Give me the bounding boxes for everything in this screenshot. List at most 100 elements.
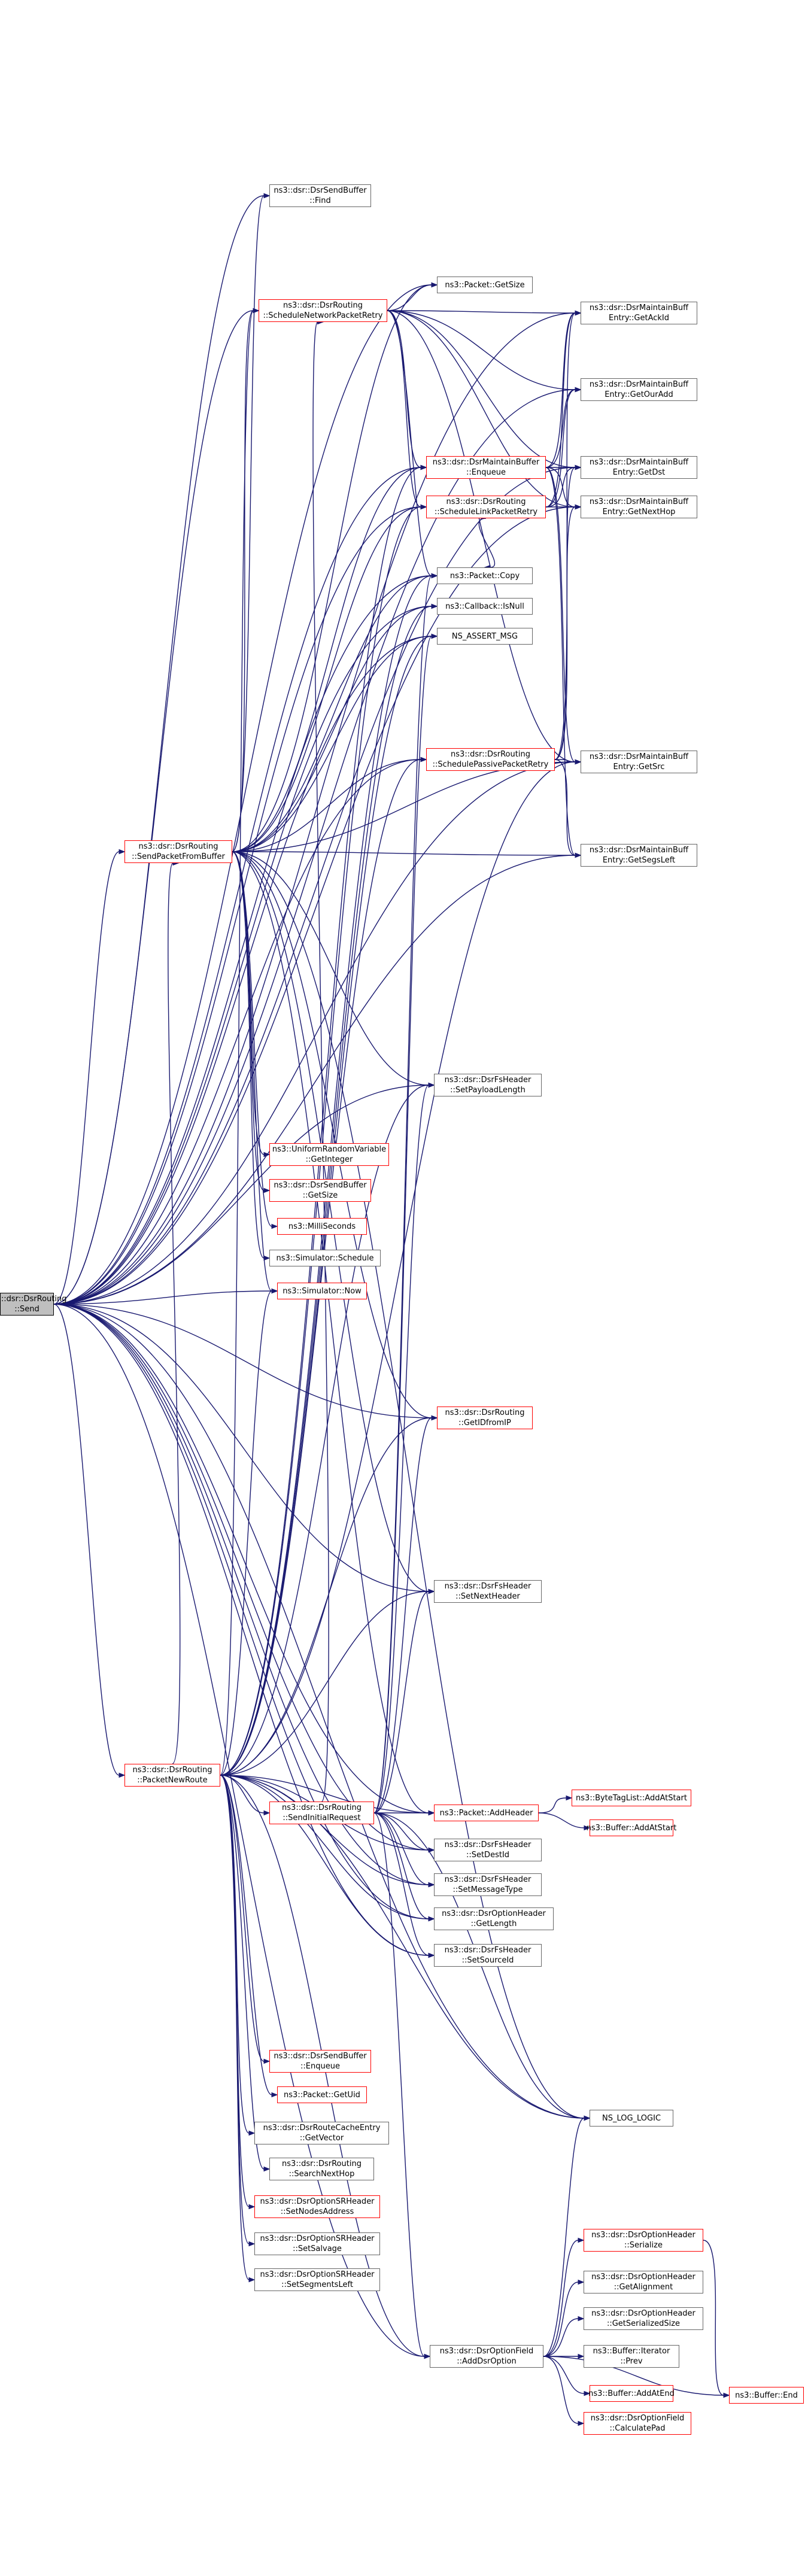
node-uniform-get-int[interactable]: ns3::UniformRandomVariable::GetInteger	[269, 1143, 389, 1166]
node-label-line: ns3::dsr::DsrOptionField	[439, 2347, 534, 2356]
node-label-line: ns3::dsr::DsrMaintainBuff	[589, 846, 689, 855]
node-set-source-id[interactable]: ns3::dsr::DsrFsHeader::SetSourceId	[434, 1944, 542, 1967]
node-set-payload-len[interactable]: ns3::dsr::DsrFsHeader::SetPayloadLength	[434, 1074, 542, 1096]
node-buf-add-at-end[interactable]: ns3::Buffer::AddAtEnd	[588, 2385, 675, 2402]
edge-send-to-pktCopy	[53, 575, 432, 1305]
node-set-msg-type[interactable]: ns3::dsr::DsrFsHeader::SetMessageType	[434, 1873, 542, 1896]
node-label-line: NS_LOG_LOGIC	[602, 2113, 661, 2123]
node-label-line: ::GetVector	[299, 2134, 344, 2143]
node-label-line: ::ScheduleNetworkPacketRetry	[263, 311, 383, 320]
node-set-dest-id[interactable]: ns3::dsr::DsrFsHeader::SetDestId	[434, 1839, 542, 1861]
node-opt-hdr-get-ser[interactable]: ns3::dsr::DsrOptionHeader::GetSerialized…	[584, 2307, 703, 2330]
node-label-line: ns3::dsr::DsrFsHeader	[444, 1840, 531, 1849]
node-send-init-req[interactable]: ns3::dsr::DsrRouting::SendInitialRequest	[269, 1802, 374, 1824]
edge-sendPktBuf-to-pktCopy	[232, 575, 432, 852]
node-label-line: ::SetDestId	[466, 1851, 510, 1860]
node-sched-net[interactable]: ns3::dsr::DsrRouting::ScheduleNetworkPac…	[259, 299, 387, 322]
node-label-line: ::Serialize	[624, 2241, 663, 2250]
edge-arrowhead	[263, 1152, 271, 1158]
node-label-line: ::AddDsrOption	[457, 2357, 517, 2366]
node-opt-hdr-get-align[interactable]: ns3::dsr::DsrOptionHeader::GetAlignment	[584, 2271, 703, 2294]
node-label-line: NS_ASSERT_MSG	[451, 631, 518, 641]
edge-arrowhead	[271, 1223, 278, 1229]
node-pkt-get-size[interactable]: ns3::Packet::GetSize	[437, 277, 533, 293]
node-pkt-new-route[interactable]: ns3::dsr::DsrRouting::PacketNewRoute	[124, 1764, 220, 1787]
node-set-salvage[interactable]: ns3::dsr::DsrOptionSRHeader::SetSalvage	[254, 2232, 380, 2255]
node-buf-end[interactable]: ns3::Buffer::End	[729, 2387, 804, 2404]
edge-sendPktBuf-to-simNow	[232, 851, 272, 1292]
node-sendbuf-get-size[interactable]: ns3::dsr::DsrSendBuffer::GetSize	[269, 1179, 371, 1202]
node-set-segs-left[interactable]: ns3::dsr::DsrOptionSRHeader::SetSegments…	[254, 2268, 380, 2291]
edge-schedPassive-to-getAckId	[554, 312, 576, 760]
edge-send-to-setSourceId	[53, 1304, 429, 1956]
edge-sendInitReq-to-setSourceId	[373, 1812, 429, 1956]
edge-arrowhead	[248, 2204, 256, 2210]
node-label-line: ::SetPayloadLength	[450, 1086, 526, 1095]
edge-addDsrOption-to-bufEnd	[543, 2356, 724, 2396]
edge-send-to-pktGetSize	[53, 284, 432, 1305]
node-ns-log-logic[interactable]: NS_LOG_LOGIC	[590, 2110, 673, 2127]
edge-arrowhead	[584, 2390, 591, 2396]
node-search-next-hop[interactable]: ns3::dsr::DsrRouting::SearchNextHop	[269, 2158, 374, 2180]
edge-arrowhead	[578, 2279, 585, 2285]
node-ns-assert[interactable]: NS_ASSERT_MSG	[437, 628, 533, 645]
node-byte-tag-add[interactable]: ns3::ByteTagList::AddAtStart	[572, 1790, 691, 1806]
node-cb-is-null[interactable]: ns3::Callback::IsNull	[437, 598, 533, 615]
node-label-line: ns3::Packet::Copy	[449, 571, 520, 581]
edge-arrowhead	[578, 2316, 585, 2322]
edge-sendPktBuf-to-nsAssert	[232, 636, 432, 852]
node-label-line: ::GetIDfromIP	[458, 1418, 511, 1427]
node-sched-link[interactable]: ns3::dsr::DsrRouting::ScheduleLinkPacket…	[426, 496, 546, 518]
node-rc-get-vector[interactable]: ns3::dsr::DsrRouteCacheEntry::GetVector	[254, 2122, 389, 2144]
node-pkt-add-header[interactable]: ns3::Packet::AddHeader	[434, 1805, 539, 1821]
node-sim-now[interactable]: ns3::Simulator::Now	[277, 1283, 367, 1299]
edge-arrowhead	[428, 1882, 435, 1888]
node-maint-enqueue[interactable]: ns3::dsr::DsrMaintainBuffer::Enqueue	[426, 456, 546, 479]
node-label-line: ns3::Packet::AddHeader	[439, 1808, 533, 1818]
node-pkt-get-uid[interactable]: ns3::Packet::GetUid	[277, 2086, 367, 2103]
node-sendbuf-find[interactable]: ns3::dsr::DsrSendBuffer::Find	[269, 184, 371, 207]
node-calc-pad[interactable]: ns3::dsr::DsrOptionField::CalculatePad	[584, 2412, 691, 2435]
node-milli-seconds[interactable]: ns3::MilliSeconds	[277, 1218, 367, 1235]
node-pkt-copy[interactable]: ns3::Packet::Copy	[437, 567, 533, 584]
edge-sendPktBuf-to-schedLink	[232, 506, 421, 852]
node-label-line: ::Enqueue	[300, 2062, 340, 2071]
node-label-line: ns3::UniformRandomVariable	[272, 1145, 387, 1154]
node-label-line: ns3::dsr::DsrOptionField	[590, 2414, 685, 2423]
edge-arrowhead	[431, 573, 438, 579]
node-send: ns3::dsr::DsrRouting::Send	[0, 1293, 66, 1316]
edge-send-to-getAckId	[53, 312, 576, 1305]
node-buf-add-at-start[interactable]: ns3::Buffer::AddAtStart	[587, 1819, 676, 1836]
edge-arrowhead	[431, 282, 438, 288]
edge-send-to-getSegsLeft	[53, 855, 576, 1305]
node-label-line: ::GetAlignment	[613, 2283, 673, 2292]
edge-pktNewRoute-to-searchNextHop	[220, 1775, 265, 2170]
node-sim-schedule[interactable]: ns3::Simulator::Schedule	[269, 1250, 381, 1266]
node-buf-iter-prev[interactable]: ns3::Buffer::Iterator::Prev	[584, 2345, 679, 2368]
node-send-pkt-buf[interactable]: ns3::dsr::DsrRouting::SendPacketFromBuff…	[124, 840, 232, 863]
edge-arrowhead	[428, 1952, 435, 1958]
node-set-next-header[interactable]: ns3::dsr::DsrFsHeader::SetNextHeader	[434, 1580, 542, 1603]
node-sched-passive[interactable]: ns3::dsr::DsrRouting::SchedulePassivePac…	[426, 748, 555, 771]
node-label-line: ns3::Buffer::AddAtStart	[586, 1823, 677, 1833]
edge-maintEnqueue-to-getOurAdd	[545, 389, 576, 468]
node-get-i-dfrom-i-p[interactable]: ns3::dsr::DsrRouting::GetIDfromIP	[437, 1407, 533, 1429]
node-sendbuf-enqueue[interactable]: ns3::dsr::DsrSendBuffer::Enqueue	[269, 2050, 371, 2073]
node-opt-hdr-serialize[interactable]: ns3::dsr::DsrOptionHeader::Serialize	[584, 2229, 703, 2252]
node-label-line: ns3::dsr::DsrFsHeader	[444, 1946, 531, 1955]
node-label-line: Entry::GetDst	[612, 468, 666, 477]
node-set-nodes-addr[interactable]: ns3::dsr::DsrOptionSRHeader::SetNodesAdd…	[254, 2195, 380, 2218]
node-add-dsr-option[interactable]: ns3::dsr::DsrOptionField::AddDsrOption	[430, 2345, 543, 2368]
node-opt-hdr-get-len[interactable]: ns3::dsr::DsrOptionHeader::GetLength	[434, 1907, 554, 1930]
edge-arrowhead	[431, 1415, 438, 1421]
node-label-line: ::SetSourceId	[461, 1956, 514, 1965]
node-label-line: ::SetNodesAddress	[280, 2207, 354, 2216]
edge-arrowhead	[428, 1810, 435, 1816]
edge-sendInitReq-to-setMsgType	[373, 1812, 429, 1885]
